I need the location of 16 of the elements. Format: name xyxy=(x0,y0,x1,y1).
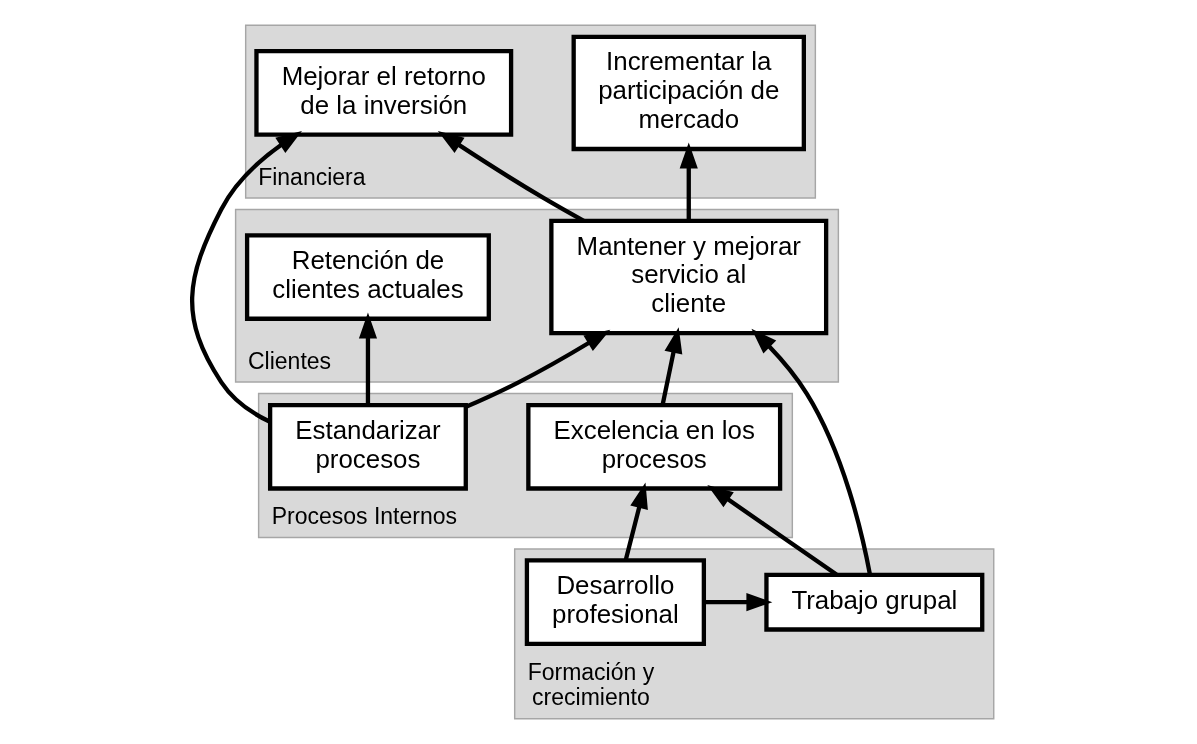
arrow xyxy=(751,328,873,576)
arrow xyxy=(703,593,773,612)
arrow xyxy=(190,131,302,424)
node-box: Trabajo grupal xyxy=(764,572,985,632)
node-box: Incrementar la participación de mercado xyxy=(571,34,806,152)
arrow xyxy=(660,327,683,406)
arrow xyxy=(465,329,611,409)
node-box: Mejorar el retorno de la inversión xyxy=(254,49,514,137)
arrow xyxy=(358,312,378,405)
arrow xyxy=(623,482,648,561)
node-box: Retención de clientes actuales xyxy=(244,233,491,321)
node-box: Excelencia en los procesos xyxy=(526,402,783,491)
node-box: Estandarizar procesos xyxy=(267,402,468,491)
node-box: Mantener y mejorar servicio al cliente xyxy=(549,218,829,336)
node-box: Desarrollo profesional xyxy=(524,558,706,647)
arrow xyxy=(679,142,698,221)
